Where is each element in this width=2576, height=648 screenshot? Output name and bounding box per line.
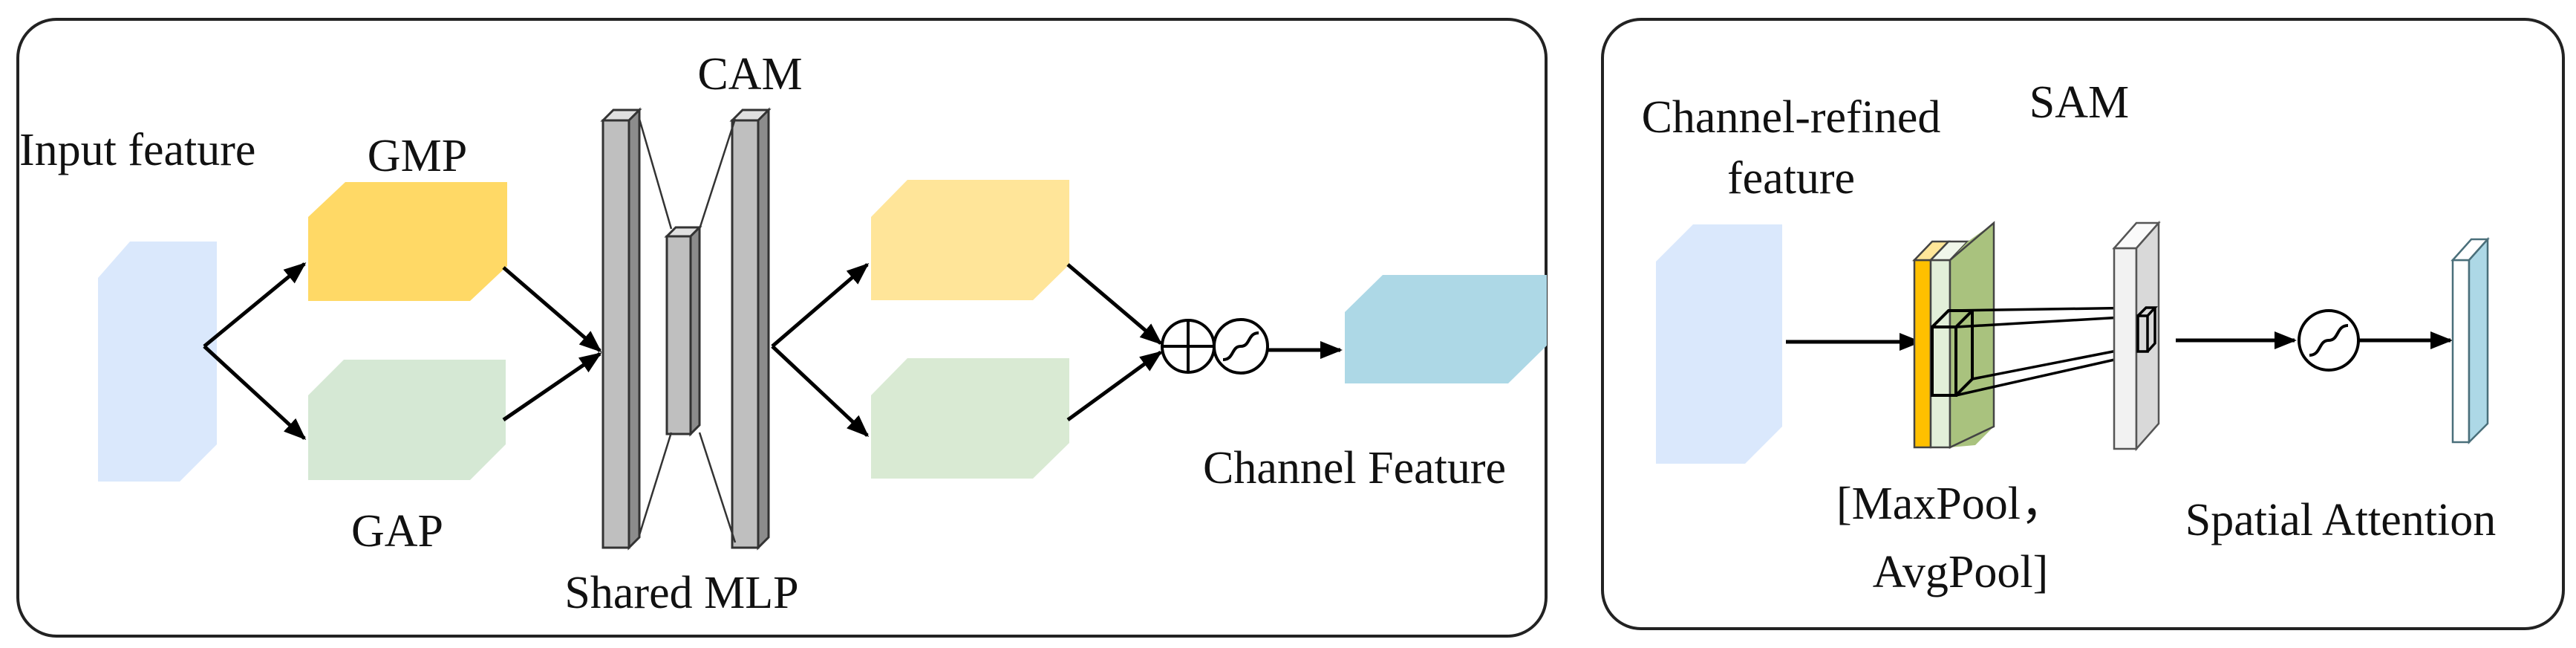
gmp-label: GMP xyxy=(368,131,467,181)
input-feature-block xyxy=(98,242,217,482)
sigmoid-icon xyxy=(1213,318,1269,375)
spatial-attention-map xyxy=(2451,236,2490,445)
conv-output-map xyxy=(2112,220,2161,452)
input-split-arrows xyxy=(203,262,307,441)
gmp-block xyxy=(308,182,507,301)
channel-refined-label-2: feature xyxy=(1727,153,1855,204)
pool-to-mlp-arrows xyxy=(502,266,602,422)
sum-icon xyxy=(1161,319,1216,374)
cam-title: CAM xyxy=(697,49,802,100)
mlp-split-arrows xyxy=(771,263,870,438)
spatial-attention-label: Spatial Attention xyxy=(2185,495,2496,545)
shared-mlp-label: Shared MLP xyxy=(564,568,798,618)
mlp-connections xyxy=(638,118,737,543)
cam-panel-border xyxy=(16,18,1548,638)
sam-panel-border xyxy=(1601,18,2565,630)
input-feature-label: Input feature xyxy=(19,125,255,175)
gap-block xyxy=(308,360,506,480)
conv-output-cell xyxy=(2136,306,2158,353)
channel-feature-label: Channel Feature xyxy=(1203,443,1506,493)
pool-label-2: AvgPool] xyxy=(1873,547,2049,597)
channel-refined-feature-block xyxy=(1656,224,1782,464)
mlp-layer-hidden xyxy=(664,224,702,437)
mlp-layer-output xyxy=(729,107,772,551)
shared-mlp xyxy=(600,107,772,551)
mlp-out-gap-block xyxy=(871,358,1069,479)
sam-panel: SAM Channel-refined feature [MaxPool， Av… xyxy=(1601,18,2565,630)
gap-label: GAP xyxy=(351,506,443,557)
mlp-layer-input xyxy=(600,107,642,551)
channel-refined-label-1: Channel-refined xyxy=(1642,92,1941,143)
mlp-out-gmp-block xyxy=(871,180,1069,300)
pool-label-1: [MaxPool， xyxy=(1836,479,2067,529)
sam-title: SAM xyxy=(2029,77,2129,128)
cam-panel: CAM Input feature GMP GAP Shared MLP Cha… xyxy=(16,18,1548,638)
sum-input-arrows xyxy=(1066,263,1163,422)
sam-sigmoid-icon xyxy=(2298,309,2360,372)
channel-feature-block xyxy=(1345,275,1547,383)
pooled-feature-stack xyxy=(1912,221,1995,449)
